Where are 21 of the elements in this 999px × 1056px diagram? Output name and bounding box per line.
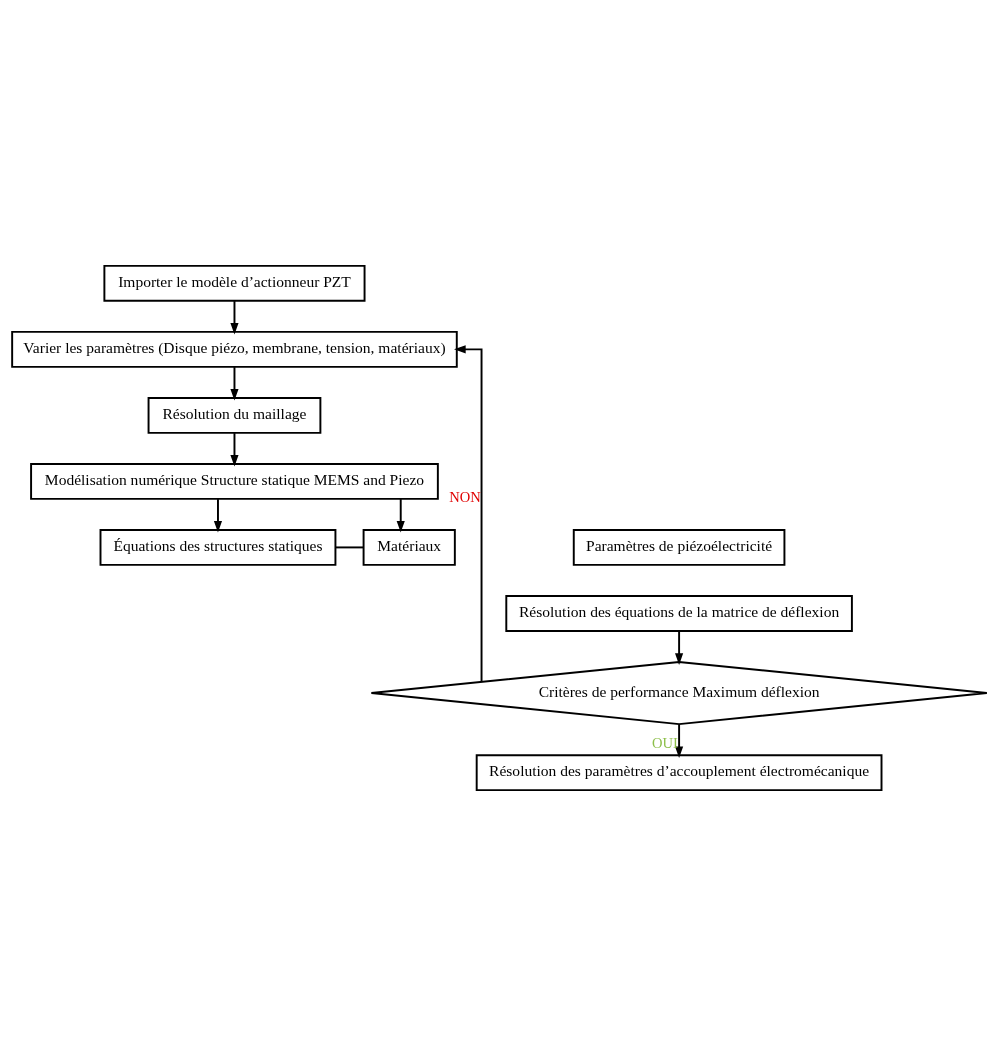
arrow [454,345,483,683]
arrow [230,432,239,467]
node-box: Équations des structures statiques [99,528,337,566]
node-box: Matériaux [362,528,456,566]
node-box: Paramètres de piézoélectricité [572,528,786,566]
node-box: Importer le modèle d’actionneur PZT [103,264,366,302]
node-box: Résolution du maillage [147,396,322,434]
node-box: Varier les paramètres (Disque piézo, membrane, tension, matériaux) [11,330,458,368]
node-box: Résolution des équations de la matrice de déflexion [505,595,853,632]
node-box: Modélisation numérique Structure statique MEMS and Piezo [30,462,439,500]
arrow [396,498,405,533]
arrow [230,300,239,335]
node-box: Résolution des paramètres d’accouplement électromécanique [475,754,883,792]
arrow [675,723,684,759]
arrow [213,498,223,533]
edge-label: NON [449,489,481,506]
arrow [230,366,239,401]
node-diamond: Critères de performance Maximum déflexion [370,661,988,726]
edge-label: OUI [652,734,678,751]
arrow [675,630,684,665]
connector [334,546,365,549]
